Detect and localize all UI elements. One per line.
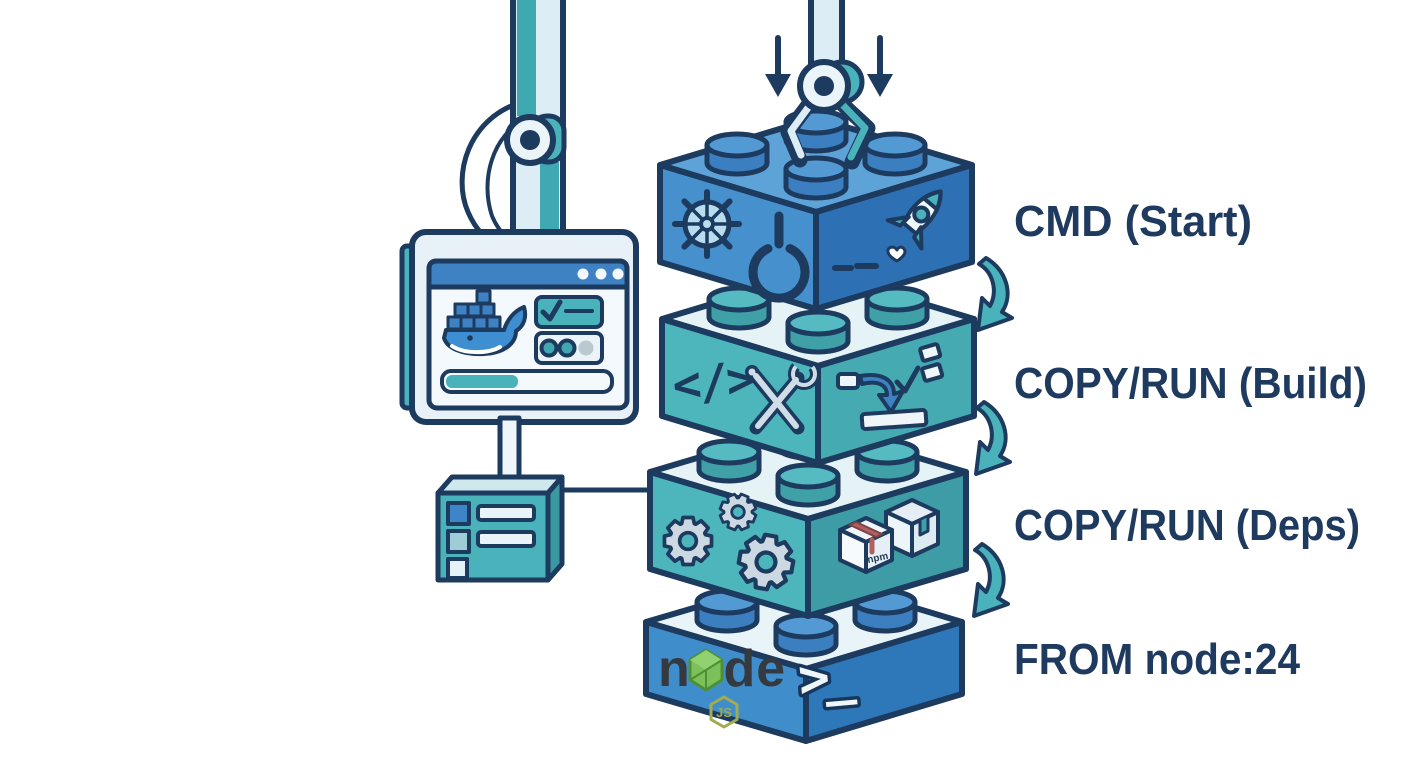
flow-steps-icon: [836, 342, 945, 432]
progress-bar: [440, 369, 614, 394]
status-dot-3: [578, 340, 594, 356]
whale-containers: [446, 289, 502, 331]
brick-cmd: [657, 111, 975, 312]
npm-tape: [847, 520, 885, 539]
monitor: [399, 229, 639, 425]
window-dots: [577, 268, 624, 280]
server-led-2: [446, 529, 471, 554]
server-slot-2: [476, 530, 536, 548]
pole-teal-stripe-bottom: [540, 162, 559, 236]
monitor-stand: [497, 415, 522, 483]
server-led-3: [446, 557, 469, 580]
npm-label: npm: [866, 551, 889, 566]
status-dot-1: [539, 338, 559, 358]
progress-fill: [446, 375, 518, 388]
check-panel: [534, 295, 604, 329]
layer-label-cmd: CMD (Start): [1014, 197, 1252, 246]
check-icon: [540, 299, 563, 322]
tools-icon: [745, 358, 820, 435]
flow-curved-arrow: [858, 373, 905, 414]
crane-left-arm: [459, 0, 567, 251]
docker-whale-icon: [442, 289, 528, 357]
layer-label-from: FROM node:24: [1014, 635, 1300, 684]
brick-build: </>: [659, 265, 977, 466]
window-titlebar: [426, 258, 630, 290]
rocket-icon: [832, 189, 943, 271]
down-arrow-left: [765, 35, 791, 97]
code-icon: </>: [670, 351, 755, 414]
rocket-trail-dashes: [832, 263, 879, 271]
brick-from-base: node JS >_: [643, 568, 965, 744]
status-dots-panel: [534, 331, 604, 365]
js-label: JS: [716, 705, 732, 720]
pole-teal-stripe-top: [517, 0, 536, 116]
nodejs-logo: node JS: [658, 640, 785, 729]
server-slot-1: [476, 504, 536, 522]
flow-arrow-2: [974, 400, 1012, 476]
crane-claw: [780, 0, 876, 170]
node-hexagon-edges: [689, 659, 723, 690]
down-arrow-right: [867, 35, 893, 97]
layer-label-deps: COPY/RUN (Deps): [1014, 501, 1360, 550]
js-hexagon: [709, 695, 739, 729]
flow-arrow-3: [972, 542, 1010, 618]
rocket-exhaust-puff: [886, 245, 907, 263]
ship-helm-icon: [672, 189, 742, 259]
flow-arrow-1: [976, 256, 1014, 332]
flow-check: [894, 365, 921, 394]
claw-joint-pin: [814, 76, 834, 96]
server-box: [435, 474, 565, 583]
power-icon: [748, 211, 810, 303]
brick-deps: npm: [647, 418, 969, 619]
layer-label-build: COPY/RUN (Build): [1014, 359, 1367, 408]
server-led-1: [446, 501, 471, 526]
npm-packages-icon: npm: [838, 498, 940, 574]
joint-pin: [520, 130, 540, 150]
status-dot-2: [557, 338, 577, 358]
